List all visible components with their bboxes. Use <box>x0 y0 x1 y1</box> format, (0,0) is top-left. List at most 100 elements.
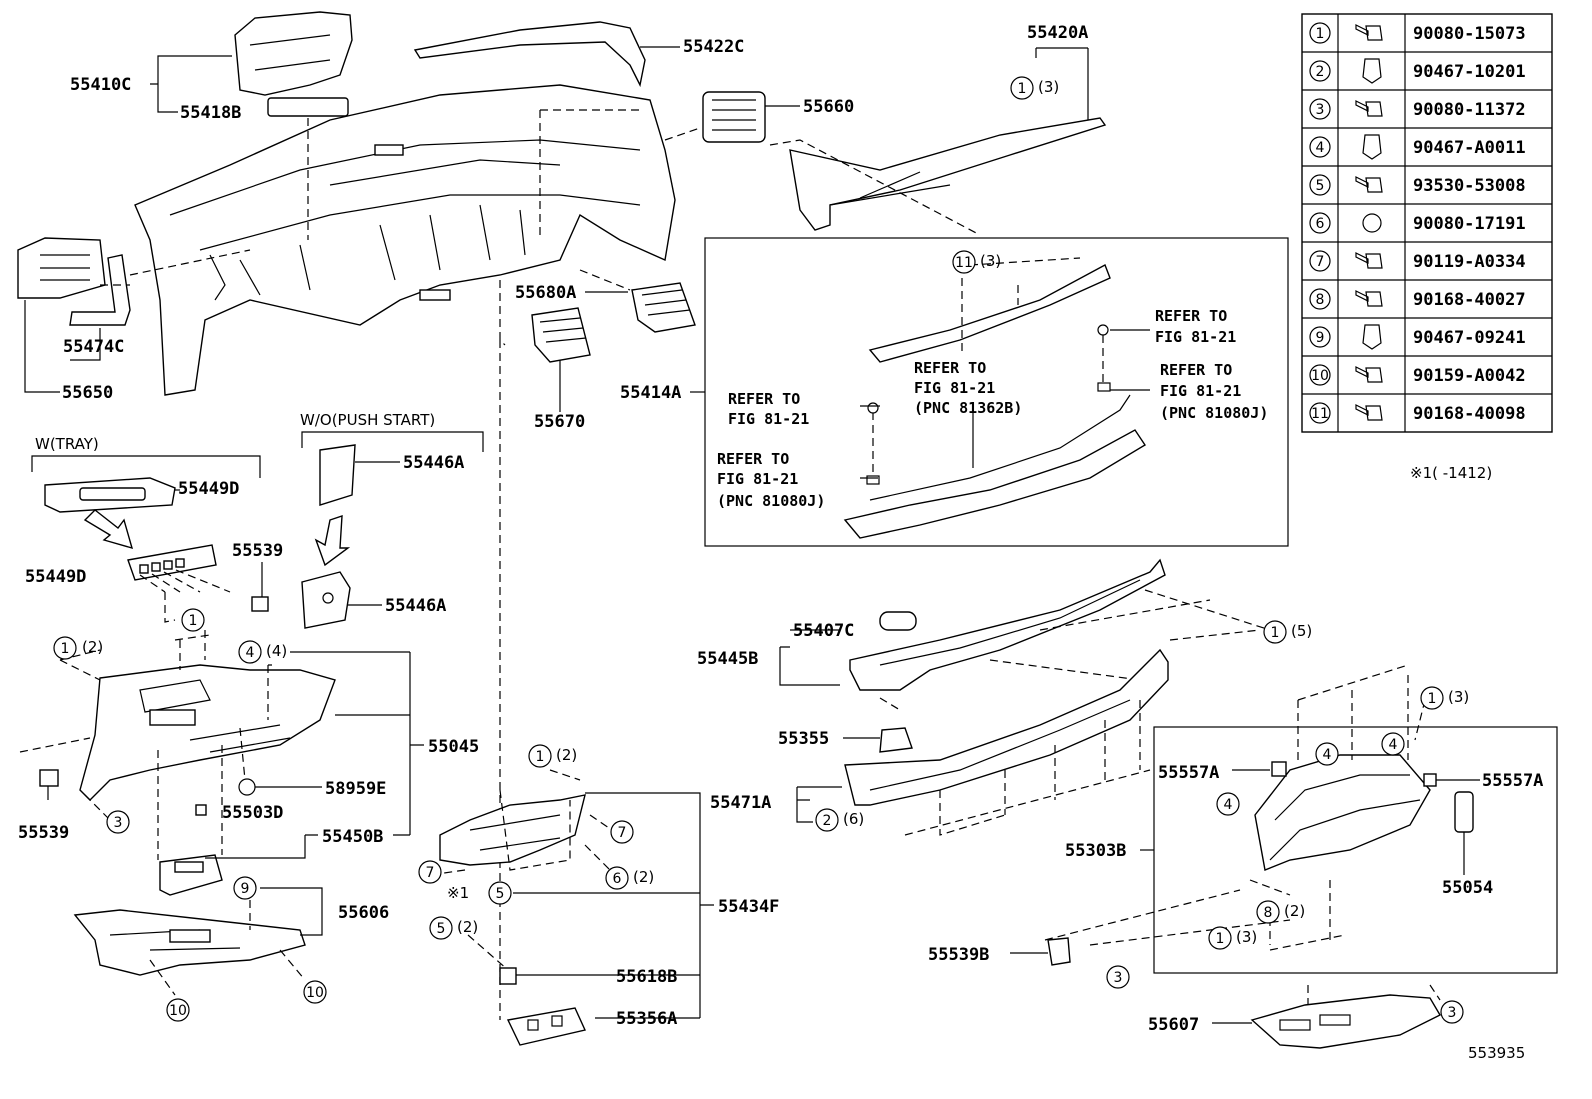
label-55356A: 55356A <box>616 1009 677 1029</box>
label-55446A-top: 55446A <box>403 453 464 473</box>
refer-note-5-line3: (PNC 81080J) <box>717 492 825 510</box>
label-55471A: 55471A <box>710 793 771 813</box>
qty-3: (3) <box>1448 688 1469 706</box>
arrow-cover <box>314 515 351 567</box>
fastener-callout-circle <box>1309 98 1331 120</box>
fastener-number: 3 <box>1316 102 1325 118</box>
callout-3: 3 <box>114 815 123 831</box>
console-panel-55445B <box>849 558 1166 691</box>
label-55660: 55660 <box>803 97 854 117</box>
clip-55539 <box>39 769 59 787</box>
fastener-number: 10 <box>1311 368 1329 384</box>
fastener-part-number: 90467-10201 <box>1413 62 1526 82</box>
variant-w-tray: W(TRAY) <box>35 435 99 453</box>
label-55434F: 55434F <box>718 897 779 917</box>
callout-4: 4 <box>246 645 255 661</box>
label-55422C: 55422C <box>683 37 744 57</box>
part-55557A-left <box>1271 761 1287 777</box>
label-55606: 55606 <box>338 903 389 923</box>
refer-note-2-line1: REFER TO <box>914 359 986 377</box>
callout-7: 7 <box>426 865 435 881</box>
refer-notes: REFER TO FIG 81-21 REFER TO FIG 81-21 (P… <box>717 307 1268 510</box>
qty-3: (3) <box>1038 78 1059 96</box>
refer-note-2-line3: (PNC 81362B) <box>914 399 1022 417</box>
lower-panel-55045 <box>79 664 336 801</box>
callout-7: 7 <box>618 825 627 841</box>
cover-55450B <box>159 854 223 896</box>
glove-box-55303B <box>1254 754 1431 871</box>
label-55474C: 55474C <box>63 337 124 357</box>
qty-2: (2) <box>457 918 478 936</box>
fastener-part-number: 90080-17191 <box>1413 214 1526 234</box>
clip-55539-top <box>251 596 269 612</box>
refer-note-5-line2: FIG 81-21 <box>717 470 798 488</box>
damper-55054 <box>1454 791 1474 833</box>
cover-55446A-top <box>319 444 356 506</box>
clip-55355 <box>879 727 913 753</box>
refer-note-3-line2: FIG 81-21 <box>1155 328 1236 346</box>
fastener-callout-circle <box>1309 174 1331 196</box>
panel-55356A <box>506 1007 586 1046</box>
fastener-callout-circle <box>1309 364 1331 386</box>
fastener-number: 1 <box>1316 26 1325 42</box>
label-55303B: 55303B <box>1065 841 1126 861</box>
screw-icon <box>1355 176 1383 193</box>
fastener-number: 6 <box>1316 216 1325 232</box>
fastener-number: 8 <box>1316 292 1325 308</box>
label-55446A: 55446A <box>385 596 446 616</box>
switch-55618B <box>499 967 517 985</box>
clip-icon <box>1362 58 1382 84</box>
refer-note-3-line1: REFER TO <box>1155 307 1227 325</box>
callout-1: 1 <box>189 613 198 629</box>
cluster-hood-55410C <box>234 11 353 96</box>
label-55449D-top: 55449D <box>178 479 239 499</box>
qty-2: (2) <box>1284 902 1305 920</box>
instrument-panel-illustration <box>134 84 676 396</box>
callout-1: 1 <box>1018 81 1027 97</box>
bolt-icon <box>1355 252 1383 269</box>
callout-8: 8 <box>1264 905 1273 921</box>
part-55503D <box>195 804 207 816</box>
garnish-55420A <box>789 117 1107 231</box>
callout-1: 1 <box>1216 931 1225 947</box>
fastener-number: 5 <box>1316 178 1325 194</box>
console-side-55471A <box>844 648 1169 806</box>
fastener-callout-circle <box>1309 326 1331 348</box>
clip-icon <box>1362 324 1382 350</box>
clip-55539B <box>1047 937 1071 966</box>
nut-icon <box>1362 213 1382 233</box>
callout-5: 5 <box>437 921 446 937</box>
fastener-callout-circle <box>1309 402 1331 424</box>
under-cover-55607 <box>1250 994 1441 1049</box>
lower-garnish-bracket <box>843 429 1146 539</box>
fastener-part-number: 90080-15073 <box>1413 24 1526 44</box>
fastener-number: 9 <box>1316 330 1325 346</box>
fastener-callout-circle <box>1309 22 1331 44</box>
qty-2: (2) <box>556 746 577 764</box>
label-55607: 55607 <box>1148 1015 1199 1035</box>
clip-icon <box>1362 134 1382 160</box>
fastener-number: 2 <box>1316 64 1325 80</box>
callout-1: 1 <box>61 641 70 657</box>
callout-10: 10 <box>306 985 324 1001</box>
callout-3: 3 <box>1448 1005 1457 1021</box>
cluster-panel-bracket <box>868 264 1111 363</box>
arrow-tray <box>83 509 134 550</box>
label-55557A-left: 55557A <box>1158 763 1219 783</box>
label-55680A: 55680A <box>515 283 576 303</box>
label-55450B: 55450B <box>322 827 383 847</box>
label-55407C: 55407C <box>793 621 854 641</box>
panel-55474C <box>69 254 131 326</box>
callout-markers: 1 11 1 1 4 3 9 10 10 1 7 7 6 5 5 1 2 1 4… <box>53 76 1464 1024</box>
fastener-part-number: 90168-40027 <box>1413 290 1526 310</box>
label-55503D: 55503D <box>222 803 283 823</box>
qty-6: (6) <box>843 810 864 828</box>
callout-4: 4 <box>1389 737 1398 753</box>
fastener-part-number: 93530-53008 <box>1413 176 1526 196</box>
register-55680A <box>631 282 696 333</box>
qty-2: (2) <box>633 868 654 886</box>
label-55650: 55650 <box>62 383 113 403</box>
screw-icon <box>1355 290 1383 307</box>
bracket-55471A <box>439 794 586 866</box>
molding-55422C <box>413 21 646 88</box>
